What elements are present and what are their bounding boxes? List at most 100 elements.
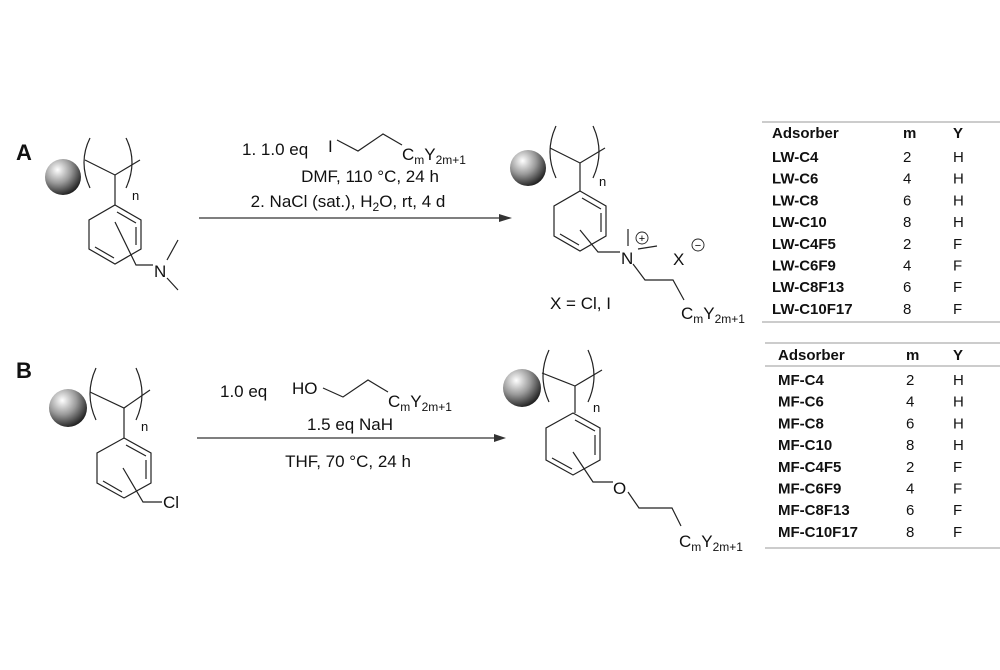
condition-line-2: 1.5 eq NaH xyxy=(307,415,393,434)
alkyl-formula: CmY2m+1 xyxy=(679,532,743,554)
nitrogen-atom: N xyxy=(154,262,166,281)
y-element: H xyxy=(953,437,964,454)
m-value: 6 xyxy=(903,192,911,209)
reagent-amount: 1.0 eq xyxy=(220,382,267,401)
repeat-index: n xyxy=(141,419,148,434)
m-value: 8 xyxy=(903,214,911,231)
adsorber-name: LW-C10F17 xyxy=(772,301,853,318)
ether-oxygen: O xyxy=(613,479,626,498)
alkyl-formula: CmY2m+1 xyxy=(388,392,452,414)
adsorber-name: MF-C4 xyxy=(778,372,824,389)
condition-line-2: DMF, 110 °C, 24 h xyxy=(301,167,439,186)
adsorber-name: MF-C6 xyxy=(778,394,824,411)
y-element: H xyxy=(953,149,964,166)
adsorber-name: LW-C8 xyxy=(772,192,818,209)
reagent-amount: 1. 1.0 eq xyxy=(242,140,308,159)
product-polymer-a: n N + X − CmY2m+1 X = Cl, I xyxy=(510,125,745,326)
table-header: Y xyxy=(953,347,963,364)
table-header: m xyxy=(906,347,919,364)
bracket-right xyxy=(135,367,143,421)
counterion: X xyxy=(673,250,684,269)
m-value: 6 xyxy=(906,502,914,519)
bracket-left xyxy=(542,349,550,403)
alkyl-formula: CmY2m+1 xyxy=(402,145,466,167)
y-element: F xyxy=(953,279,962,296)
resin-bead-icon xyxy=(45,159,81,195)
adsorber-name: MF-C4F5 xyxy=(778,459,841,476)
y-element: F xyxy=(953,502,962,519)
table-header: m xyxy=(903,125,916,142)
reagent-iodide-atom: I xyxy=(328,137,333,156)
y-element: H xyxy=(953,372,964,389)
adsorber-name: LW-C6 xyxy=(772,171,818,188)
bracket-left xyxy=(83,137,91,189)
m-value: 8 xyxy=(906,437,914,454)
m-value: 8 xyxy=(903,301,911,318)
y-element: F xyxy=(953,301,962,318)
table-header: Adsorber xyxy=(772,125,839,142)
starting-polymer-b: n Cl xyxy=(49,367,179,512)
adsorber-name: MF-C10F17 xyxy=(778,524,858,541)
m-value: 6 xyxy=(903,279,911,296)
repeat-index: n xyxy=(599,174,606,189)
adsorber-name: MF-C6F9 xyxy=(778,481,841,498)
y-element: F xyxy=(953,236,962,253)
table-header: Adsorber xyxy=(778,347,845,364)
chlorine-atom: Cl xyxy=(163,493,179,512)
adsorber-name: LW-C4F5 xyxy=(772,236,836,253)
product-polymer-b: n O CmY2m+1 xyxy=(503,349,743,554)
alkyl-formula: CmY2m+1 xyxy=(681,304,745,326)
m-value: 2 xyxy=(903,149,911,166)
m-value: 4 xyxy=(903,171,911,188)
negative-charge: − xyxy=(695,240,701,252)
ammonium-nitrogen: N xyxy=(621,249,633,268)
condition-line-3: THF, 70 °C, 24 h xyxy=(285,452,411,471)
m-value: 8 xyxy=(906,524,914,541)
counterion-note: X = Cl, I xyxy=(550,294,611,313)
resin-bead-icon xyxy=(510,150,546,186)
reagent-hydroxyl: HO xyxy=(292,379,318,398)
m-value: 2 xyxy=(903,236,911,253)
arrow-head-icon xyxy=(494,434,506,442)
m-value: 2 xyxy=(906,372,914,389)
bracket-right xyxy=(125,137,133,189)
m-value: 4 xyxy=(906,481,914,498)
adsorber-name: MF-C10 xyxy=(778,437,832,454)
m-value: 2 xyxy=(906,459,914,476)
bracket-left xyxy=(89,367,97,421)
y-element: F xyxy=(953,459,962,476)
adsorber-name: LW-C4 xyxy=(772,149,819,166)
bracket-left xyxy=(549,125,557,179)
y-element: H xyxy=(953,214,964,231)
bracket-right xyxy=(587,349,595,403)
positive-charge: + xyxy=(639,233,645,245)
starting-polymer-a: n N xyxy=(45,137,179,291)
y-element: H xyxy=(953,394,964,411)
arrow-head-icon xyxy=(499,214,512,222)
table-header: Y xyxy=(953,125,963,142)
resin-bead-icon xyxy=(503,369,541,407)
conditions-b: 1.0 eq HO CmY2m+1 1.5 eq NaH THF, 70 °C,… xyxy=(197,379,506,471)
y-element: H xyxy=(953,192,964,209)
conditions-a: 1. 1.0 eq I CmY2m+1 DMF, 110 °C, 24 h 2.… xyxy=(199,133,512,222)
condition-line-3: 2. NaCl (sat.), H2O, rt, 4 d xyxy=(251,192,446,214)
adsorber-name: LW-C6F9 xyxy=(772,258,836,275)
y-element: F xyxy=(953,258,962,275)
repeat-index: n xyxy=(132,188,139,203)
m-value: 4 xyxy=(906,394,914,411)
adsorber-name: LW-C10 xyxy=(772,214,827,231)
m-value: 4 xyxy=(903,258,911,275)
adsorber-name: MF-C8 xyxy=(778,415,824,432)
m-value: 6 xyxy=(906,415,914,432)
repeat-index: n xyxy=(593,400,600,415)
y-element: F xyxy=(953,481,962,498)
panel-b-label: B xyxy=(16,358,32,383)
panel-a-label: A xyxy=(16,140,32,165)
adsorber-name: LW-C8F13 xyxy=(772,279,844,296)
y-element: F xyxy=(953,524,962,541)
resin-bead-icon xyxy=(49,389,87,427)
adsorber-name: MF-C8F13 xyxy=(778,502,850,519)
y-element: H xyxy=(953,415,964,432)
